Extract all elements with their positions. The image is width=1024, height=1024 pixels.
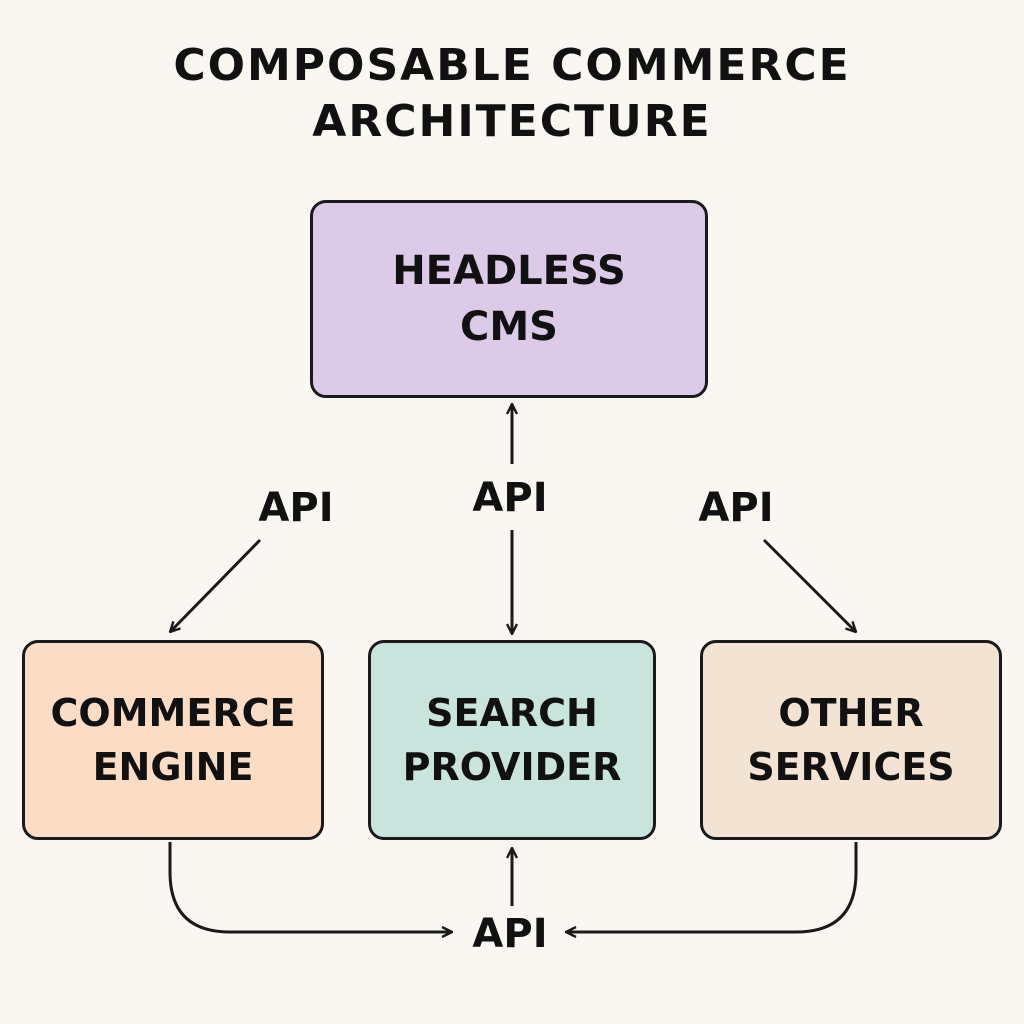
api-label-right: API (698, 485, 774, 531)
arrow-api-to-commerce-engine (170, 538, 262, 632)
node-other-services-line-2: SERVICES (747, 745, 955, 789)
node-other-services-line-1: OTHER (778, 691, 924, 735)
node-headless-cms-line-1: HEADLESS (392, 248, 626, 294)
api-label-left: API (258, 485, 334, 531)
api-label-bottom: API (472, 911, 548, 957)
title-line-1: COMPOSABLE COMMERCE (173, 40, 851, 91)
arrow-commerce-engine-to-api (168, 842, 452, 932)
node-search-provider-line-2: PROVIDER (402, 745, 622, 789)
arrow-api-to-other-services (762, 538, 856, 632)
api-label-center: API (472, 475, 548, 521)
node-commerce-engine-line-1: COMMERCE (50, 691, 296, 735)
node-commerce-engine-line-2: ENGINE (92, 745, 254, 789)
arrow-other-services-to-api (566, 842, 858, 932)
node-search-provider: SEARCH PROVIDER (368, 640, 656, 840)
node-headless-cms-line-2: CMS (460, 304, 558, 350)
diagram-title: COMPOSABLE COMMERCE ARCHITECTURE (0, 38, 1024, 150)
node-search-provider-line-1: SEARCH (426, 691, 598, 735)
node-other-services: OTHER SERVICES (700, 640, 1002, 840)
title-line-2: ARCHITECTURE (312, 96, 712, 147)
node-headless-cms: HEADLESS CMS (310, 200, 708, 398)
node-commerce-engine: COMMERCE ENGINE (22, 640, 324, 840)
